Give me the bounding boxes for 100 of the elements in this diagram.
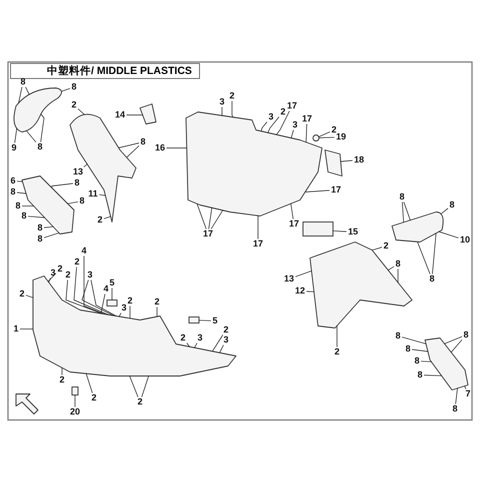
leader-line: [402, 336, 427, 344]
callout-number: 17: [301, 114, 313, 124]
callout-number: 17: [288, 220, 300, 228]
callout-number: 18: [353, 156, 365, 164]
callout-number: 17: [330, 186, 342, 194]
callout-number: 9: [10, 144, 18, 152]
callout-number: 13: [283, 274, 295, 284]
leader-line: [268, 116, 280, 134]
leader-line: [388, 266, 394, 271]
leader-line: [455, 388, 458, 404]
leader-line: [100, 294, 106, 314]
leader-line: [332, 230, 347, 232]
callout-number: 13: [72, 168, 84, 176]
callout-number: 2: [180, 334, 186, 342]
handle-drawing: [392, 212, 444, 242]
forward-direction-sign: [16, 394, 38, 414]
knob-drawing: [188, 316, 200, 324]
callout-number: 2: [382, 242, 390, 250]
leader-line: [318, 131, 330, 138]
leader-line: [156, 306, 158, 318]
callout-number: 2: [330, 126, 338, 134]
leader-line: [295, 270, 312, 278]
callout-number: 3: [292, 120, 298, 130]
leader-line: [78, 108, 85, 116]
leader-line: [417, 241, 430, 274]
callout-number: 16: [154, 144, 166, 152]
callout-number: 8: [36, 234, 44, 244]
leader-line: [16, 192, 26, 194]
callout-number: 19: [335, 132, 347, 142]
leader-line: [412, 349, 428, 352]
leader-line: [306, 291, 314, 292]
callout-number: 2: [334, 348, 340, 356]
leader-line: [104, 216, 112, 220]
bracket-drawing: [140, 104, 156, 124]
leader-line: [118, 312, 122, 318]
callout-number: 2: [74, 258, 80, 266]
callout-number: 6: [10, 176, 16, 186]
leader-line: [98, 194, 106, 196]
leader-line: [450, 339, 462, 353]
callout-number: 4: [102, 284, 110, 294]
callout-number: 8: [414, 356, 420, 366]
mounting-plate-drawing: [324, 150, 342, 176]
callout-number: 8: [428, 274, 436, 284]
knob-drawing: [106, 300, 118, 306]
leader-line: [260, 122, 268, 132]
callout-number: 8: [404, 344, 412, 354]
callout-number: 2: [280, 108, 286, 116]
callout-number: 2: [96, 216, 104, 224]
leader-line: [336, 325, 338, 348]
leader-line: [318, 136, 335, 138]
callout-number: 8: [70, 82, 78, 92]
leader-line: [440, 208, 448, 214]
leader-line: [18, 86, 22, 104]
leader-line: [464, 385, 466, 390]
callout-number: 3: [218, 98, 226, 106]
callout-number: 2: [58, 376, 66, 384]
callout-number: 2: [70, 100, 78, 110]
leader-line: [306, 124, 308, 143]
callout-number: 15: [347, 228, 359, 236]
leader-line: [420, 360, 432, 362]
callout-number: 10: [459, 236, 471, 244]
callout-number: 12: [294, 286, 306, 296]
callout-number: 8: [74, 178, 80, 188]
callout-number: 17: [286, 102, 298, 110]
leader-line: [340, 160, 353, 162]
callout-number: 2: [228, 92, 236, 100]
fender-drawing: [14, 88, 62, 132]
leader-line: [210, 210, 224, 230]
callout-number: 8: [452, 404, 458, 414]
leader-line: [208, 207, 212, 230]
callout-number: 8: [36, 142, 44, 152]
leader-line: [25, 86, 30, 96]
leader-line: [51, 183, 74, 188]
callout-number: 2: [222, 326, 230, 334]
callout-number: 3: [50, 268, 56, 278]
callout-number: 14: [114, 110, 126, 120]
leader-line: [129, 375, 138, 398]
callout-number: 8: [78, 196, 86, 206]
callout-number: 20: [69, 408, 81, 416]
leader-line: [219, 344, 224, 354]
leader-line: [141, 375, 150, 398]
callout-number: 2: [136, 398, 144, 406]
leader-line: [83, 164, 88, 168]
callout-number: 2: [90, 394, 98, 402]
callout-number: 8: [448, 200, 456, 210]
leader-line: [402, 202, 404, 223]
leader-line: [118, 142, 140, 148]
center-panel-drawing: [310, 242, 412, 328]
callout-number: 8: [14, 202, 22, 210]
leader-line: [424, 374, 442, 376]
leader-line: [194, 342, 198, 348]
leader-line: [48, 278, 51, 283]
callout-number: 1: [12, 324, 20, 334]
leader-line: [222, 106, 223, 116]
callout-number: 8: [462, 330, 470, 340]
callout-number: 8: [10, 188, 16, 196]
leader-line: [61, 88, 70, 92]
leader-line: [290, 130, 294, 139]
leader-line: [186, 342, 190, 348]
grommet-drawing: [312, 134, 320, 142]
